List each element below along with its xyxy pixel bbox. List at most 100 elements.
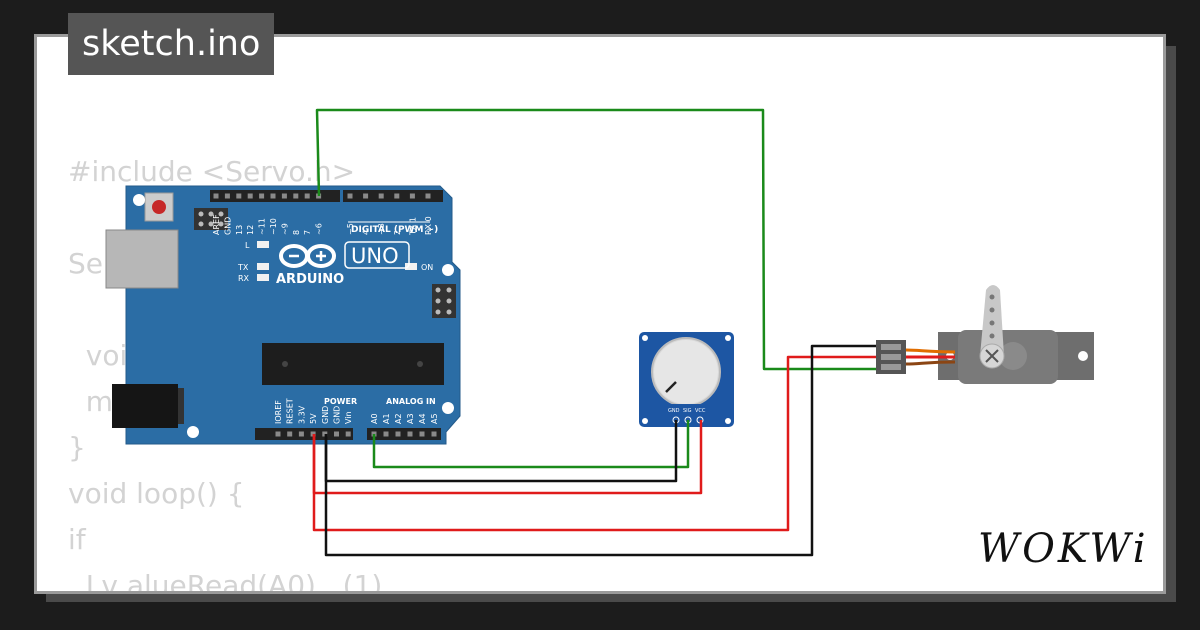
digital-pin[interactable] [270, 193, 276, 199]
canvas-shadow-right [1166, 46, 1176, 602]
pin-label: AREF [212, 214, 221, 235]
digital-pin[interactable] [281, 193, 287, 199]
wire-pin9-to-servo-signal[interactable] [315, 108, 876, 371]
pin-label: A2 [394, 413, 403, 424]
arduino-brand: ARDUINO [276, 272, 344, 287]
analog-header [367, 428, 441, 440]
arduino-logo-icon [279, 244, 336, 268]
digital-pin[interactable] [363, 193, 369, 199]
pin-label: Vin [344, 411, 353, 424]
code-preview: #include <Servo.h> Se voi m } void loop(… [68, 149, 383, 594]
pin-label: TX 1 [408, 217, 417, 236]
pin-label: 7 [303, 230, 312, 235]
pin-label: ~9 [280, 223, 289, 235]
wire-gnd-to-servo-gnd[interactable] [324, 344, 876, 557]
wokwi-logo: WOKWi [978, 526, 1149, 572]
icsp-header [194, 208, 228, 230]
power-header [255, 428, 353, 440]
pin-label: GND [321, 406, 330, 424]
analog-pin[interactable] [431, 431, 437, 437]
digital-pin[interactable] [293, 193, 299, 199]
code-line: if [68, 523, 86, 556]
pin-label: 13 [235, 225, 244, 235]
sketch-file-tab[interactable]: sketch.ino [68, 13, 275, 75]
digital-pin[interactable] [394, 193, 400, 199]
servo-horn[interactable] [979, 285, 1005, 369]
usb-port [105, 229, 179, 289]
arduino-model: UNO [351, 244, 399, 268]
pin-label: 5V [309, 413, 318, 424]
pin-label: A4 [418, 413, 427, 424]
pin-label: 4 [362, 230, 371, 235]
digital-pin[interactable] [425, 193, 431, 199]
pin-label: ~6 [315, 223, 324, 235]
pot-pin-sig: SIG [683, 408, 692, 414]
code-line: void loop() { [68, 477, 245, 510]
analog-pin[interactable] [395, 431, 401, 437]
power-pin[interactable] [287, 431, 293, 437]
pin-label: GND [333, 406, 342, 424]
pot-pin-vcc: VCC [695, 408, 706, 414]
code-line: voi [68, 339, 128, 372]
digital-pin[interactable] [247, 193, 253, 199]
analog-pin[interactable] [419, 431, 425, 437]
analog-pin[interactable] [383, 431, 389, 437]
pin-label: 8 [292, 230, 301, 235]
digital-pin[interactable] [259, 193, 265, 199]
digital-pin[interactable] [236, 193, 242, 199]
pin-label: RESET [286, 398, 295, 424]
digital-header-label: DIGITAL (PWM ~) [351, 225, 438, 235]
digital-header [210, 190, 443, 202]
pin-label: A3 [406, 413, 415, 424]
power-pin[interactable] [275, 431, 281, 437]
pin-label: A5 [430, 413, 439, 424]
canvas-shadow [46, 594, 1176, 602]
pin-label: ~3 [377, 223, 386, 235]
pin-label: GND [223, 217, 232, 235]
digital-pin[interactable] [347, 193, 353, 199]
pin-label: ~10 [269, 218, 278, 235]
led-on-label: ON [421, 263, 433, 272]
pin-label: ~5 [346, 223, 355, 235]
analog-pin[interactable] [407, 431, 413, 437]
led-l-label: L [245, 241, 250, 250]
power-pin[interactable] [298, 431, 304, 437]
code-line: m [68, 385, 114, 418]
pin-label: 12 [246, 225, 255, 235]
analog-header-label: ANALOG IN [386, 397, 436, 406]
potentiometer[interactable]: GND SIG VCC [639, 332, 734, 427]
microcontroller-chip [262, 343, 444, 385]
power-jack [112, 384, 178, 428]
digital-pin[interactable] [213, 193, 219, 199]
power-pin[interactable] [345, 431, 351, 437]
pot-pin-gnd: GND [668, 408, 680, 414]
digital-pin[interactable] [304, 193, 310, 199]
digital-pin[interactable] [378, 193, 384, 199]
servo-motor[interactable] [938, 285, 1094, 384]
led-rx [257, 274, 269, 281]
led-l [257, 241, 269, 248]
code-line: Lv alueRead(A0) (1) [68, 569, 383, 594]
pin-label: 3.3V [297, 405, 306, 424]
wire-a0-to-pot-sig[interactable] [372, 420, 690, 469]
pin-label: IOREF [274, 400, 283, 424]
pin-label: RX 0 [424, 216, 433, 235]
pin-label: 2 [393, 230, 402, 235]
wire-5v-to-servo-vcc[interactable] [312, 355, 876, 532]
code-line: #include <Servo.h> [68, 155, 356, 188]
led-on [405, 263, 417, 270]
led-tx [257, 263, 269, 270]
led-rx-label: RX [238, 274, 250, 283]
power-header-label: POWER [324, 397, 357, 406]
digital-pin[interactable] [224, 193, 230, 199]
digital-pin[interactable] [409, 193, 415, 199]
pin-label: A0 [370, 413, 379, 424]
led-tx-label: TX [237, 263, 249, 272]
pin-label: A1 [382, 413, 391, 424]
code-line: } [68, 431, 86, 464]
code-line: Se [68, 247, 103, 280]
power-pin[interactable] [334, 431, 339, 437]
pin-label: ~11 [258, 218, 267, 235]
